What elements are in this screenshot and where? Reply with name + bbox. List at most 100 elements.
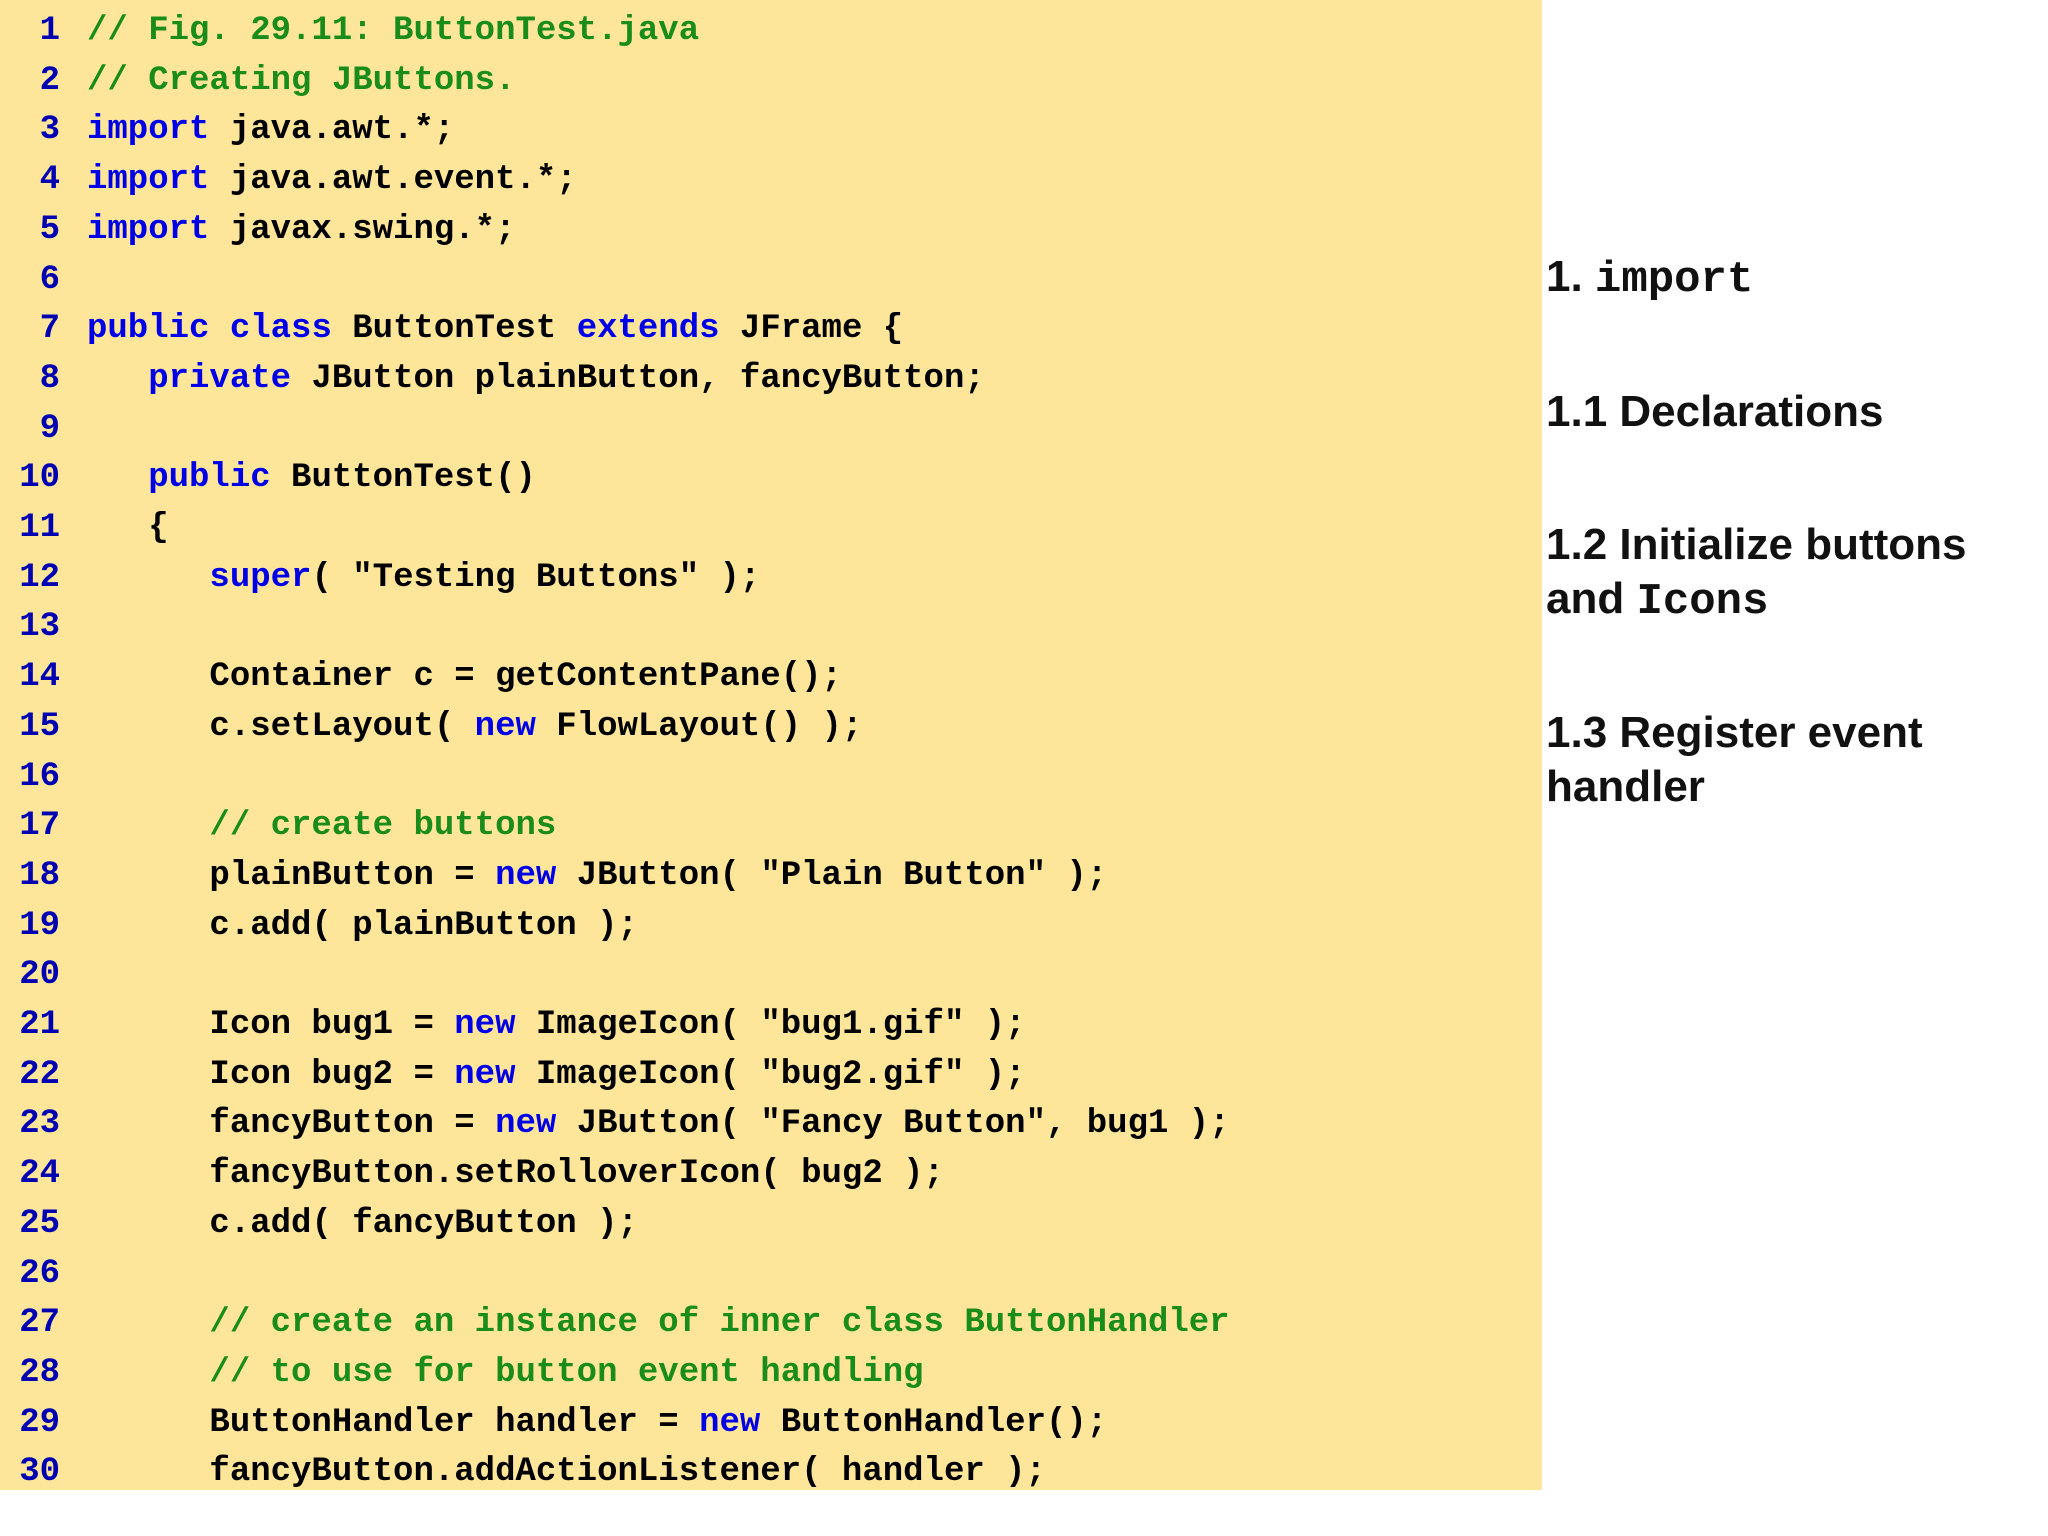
line-number: 22 (19, 1055, 60, 1094)
code-token: fancyButton.addActionListener( handler )… (87, 1453, 1046, 1492)
code-line: 2// Creating JButtons. (0, 56, 516, 106)
line-number: 15 (19, 707, 60, 746)
line-number: 13 (19, 608, 60, 647)
code-listing: 1 // Fig. 29.11: ButtonTest.java 2// Creat… (0, 0, 1542, 1491)
code-line: 25 c.add( fancyButton ); (0, 1199, 638, 1249)
code-text: public ButtonTest() (87, 453, 536, 503)
note-text: handler (1546, 762, 1705, 811)
line-number: 1 (39, 12, 60, 50)
code-token: java.awt.event.*; (209, 161, 577, 200)
code-text: private JButton plainButton, fancyButton… (87, 354, 985, 404)
note-text: 1.2 Initialize buttons (1546, 520, 1967, 569)
code-text: // Creating JButtons. (87, 56, 515, 106)
code-line: 21 Icon bug1 = new ImageIcon( "bug1.gif"… (0, 1000, 1025, 1050)
line-number: 29 (19, 1403, 60, 1442)
code-token: c.add( plainButton ); (87, 906, 638, 945)
code-token: JFrame { (719, 310, 904, 349)
code-token: ButtonHandler handler = (87, 1403, 700, 1442)
code-line: 1 // Fig. 29.11: ButtonTest.java (0, 6, 700, 56)
code-token: ( "Testing Buttons" ); (311, 558, 761, 597)
keyword-token: import (87, 161, 210, 200)
line-number: 21 (19, 1006, 60, 1044)
line-number: 16 (19, 757, 60, 796)
line-number: 23 (19, 1105, 60, 1144)
code-token: JButton( "Plain Button" ); (556, 856, 1108, 895)
code-line: 18 plainButton = new JButton( "Plain But… (0, 851, 1107, 901)
code-token: ButtonTest() (270, 459, 536, 498)
code-text: fancyButton.setRolloverIcon( bug2 ); (87, 1149, 944, 1199)
code-token: ButtonHandler(); (760, 1403, 1108, 1442)
code-line: 11 { (0, 503, 168, 553)
line-number: 14 (19, 658, 60, 697)
keyword-token: new (454, 1006, 516, 1044)
line-number: 20 (19, 956, 60, 995)
note-text: 1.1 Declarations (1546, 387, 1884, 436)
code-line: 13 (0, 602, 60, 652)
line-number: 17 (19, 807, 60, 846)
line-number: 30 (19, 1453, 60, 1492)
code-token (87, 360, 148, 398)
note-text: and (1546, 574, 1637, 623)
code-token: javax.swing.*; (209, 210, 516, 249)
keyword-token: new (474, 707, 536, 746)
comment-token: // Fig. 29.11: ButtonTest.java (87, 12, 700, 50)
code-text: super( "Testing Buttons" ); (87, 553, 760, 603)
code-token (87, 459, 148, 497)
code-token: ImageIcon( "bug1.gif" ); (515, 1006, 1026, 1044)
keyword-token: import (87, 111, 210, 150)
code-token (209, 310, 229, 348)
code-line: 8 private JButton plainButton, fancyButt… (0, 354, 985, 404)
code-text: import javax.swing.*; (87, 205, 515, 255)
code-line: 16 (0, 752, 60, 802)
line-number: 9 (39, 409, 60, 448)
code-text: public class ButtonTest extends JFrame { (87, 304, 903, 354)
keyword-token: import (87, 210, 210, 249)
code-token: ImageIcon( "bug2.gif" ); (515, 1055, 1026, 1094)
line-number: 25 (19, 1204, 60, 1243)
code-text: c.add( fancyButton ); (87, 1199, 637, 1249)
code-text: plainButton = new JButton( "Plain Button… (87, 851, 1107, 901)
line-number: 18 (19, 856, 60, 895)
line-number: 8 (39, 359, 60, 398)
code-line: 23 fancyButton = new JButton( "Fancy But… (0, 1099, 1229, 1149)
code-token: Container c = getContentPane(); (87, 658, 842, 697)
code-line: 10 public ButtonTest() (0, 453, 536, 503)
code-text: import java.awt.*; (87, 105, 454, 155)
line-number: 28 (19, 1353, 60, 1392)
code-line: 29 ButtonHandler handler = new ButtonHan… (0, 1398, 1107, 1448)
code-text: c.add( plainButton ); (87, 901, 638, 951)
code-text: Icon bug1 = new ImageIcon( "bug1.gif" ); (87, 1000, 1026, 1050)
note-text: 1.3 Register event (1546, 708, 1923, 757)
note-code-text: import (1594, 255, 1754, 305)
code-token: ButtonTest (331, 310, 577, 349)
keyword-token: extends (576, 310, 720, 349)
code-text: Container c = getContentPane(); (87, 652, 842, 702)
line-number: 10 (19, 459, 60, 498)
code-line: 24 fancyButton.setRolloverIcon( bug2 ); (0, 1149, 944, 1199)
keyword-token: new (495, 856, 557, 895)
keyword-token: new (495, 1105, 557, 1144)
code-line: 30 fancyButton.addActionListener( handle… (0, 1447, 1046, 1497)
code-text: c.setLayout( new FlowLayout() ); (87, 702, 862, 752)
comment-token: // to use for button event handling (87, 1353, 924, 1392)
code-line: 14 Container c = getContentPane(); (0, 652, 842, 702)
code-token: { (87, 509, 169, 547)
code-text: // create buttons (87, 801, 556, 851)
code-text: { (87, 503, 169, 553)
code-token: c.setLayout( (87, 707, 475, 746)
code-line: 22 Icon bug2 = new ImageIcon( "bug2.gif"… (0, 1050, 1025, 1100)
line-number: 11 (19, 509, 60, 547)
keyword-token: public (87, 310, 210, 349)
keyword-token: private (148, 359, 292, 398)
comment-token: // create buttons (87, 807, 557, 846)
line-number: 26 (19, 1254, 60, 1293)
code-token: JButton plainButton, fancyButton; (291, 359, 985, 398)
code-token: java.awt.*; (209, 111, 455, 150)
comment-token: // Creating JButtons. (87, 61, 516, 100)
line-number: 24 (19, 1155, 60, 1194)
code-line: 9 (0, 404, 60, 454)
keyword-token: new (699, 1403, 761, 1442)
